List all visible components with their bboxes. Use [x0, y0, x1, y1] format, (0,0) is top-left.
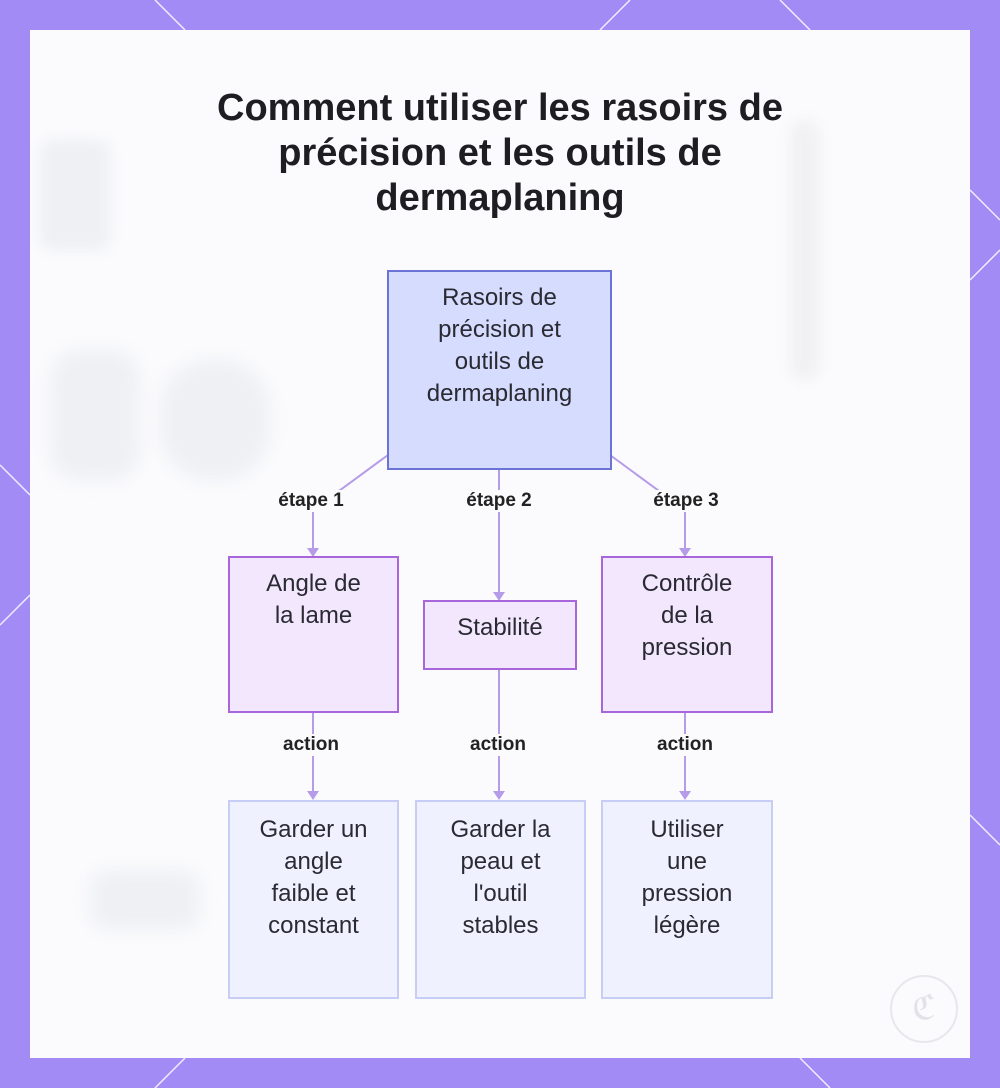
edge-label-step-2: étape 2: [462, 490, 536, 512]
arrowhead: [679, 791, 691, 800]
diagram-title: Comment utiliser les rasoirs de précisio…: [217, 87, 783, 219]
background-blur-shape: [90, 870, 200, 930]
root-node: Rasoirs de précision et outils de dermap…: [387, 270, 612, 470]
arrowhead: [307, 548, 319, 557]
arrowhead: [493, 592, 505, 601]
step-node-3: Contrôle de la pression: [601, 556, 773, 713]
background-blur-shape: [50, 350, 140, 480]
edge-label-action-2: action: [466, 734, 530, 756]
arrowhead: [679, 548, 691, 557]
edge-label-action-1: action: [279, 734, 343, 756]
edge-label-step-1: étape 1: [274, 490, 348, 512]
edge-label-action-3: action: [653, 734, 717, 756]
cursive-c-logo-icon: ℭ: [890, 975, 958, 1043]
arrowhead: [307, 791, 319, 800]
step-node-2: Stabilité: [423, 600, 577, 670]
diagram-card: Comment utiliser les rasoirs de précisio…: [30, 30, 970, 1058]
background-blur-shape: [790, 120, 820, 380]
action-node-2: Garder la peau et l'outil stables: [415, 800, 586, 999]
edge-label-step-3: étape 3: [649, 490, 723, 512]
arrowhead: [493, 791, 505, 800]
action-node-3: Utiliser une pression légère: [601, 800, 773, 999]
background-blur-shape: [160, 360, 270, 480]
background-blur-shape: [40, 140, 110, 250]
step-node-1: Angle de la lame: [228, 556, 399, 713]
action-node-1: Garder un angle faible et constant: [228, 800, 399, 999]
